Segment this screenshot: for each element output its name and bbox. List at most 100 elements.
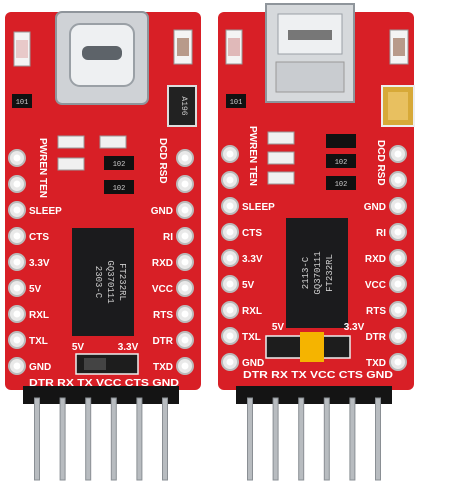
left-chip-line3: FT232RL bbox=[117, 263, 127, 301]
left_board-pad-right-4-hole bbox=[181, 310, 189, 318]
left-pcb bbox=[5, 12, 201, 390]
left_board-pad-right-top-1-hole bbox=[181, 180, 189, 188]
right_board-pad-left-4-hole bbox=[226, 306, 234, 314]
right_board-pad-right-top-1-hole bbox=[394, 176, 402, 184]
right_board-pad-right-1-hole bbox=[394, 228, 402, 236]
right_board-pad-left-1-hole bbox=[226, 228, 234, 236]
right_board-pad-right-6-hole bbox=[394, 358, 402, 366]
left-chip-line1: 2303-C bbox=[93, 266, 103, 299]
right_board-label-right-5: DTR bbox=[365, 332, 386, 343]
left_board-header-pin-0 bbox=[34, 397, 40, 481]
left_board-label-left-1: CTS bbox=[29, 232, 49, 243]
left_board-pad-left-1-hole bbox=[13, 232, 21, 240]
left_board-header-pin-2 bbox=[85, 397, 92, 481]
right_board-pad-right-3-hole bbox=[394, 280, 402, 288]
left_board-pad-right-top-0-hole bbox=[181, 154, 189, 162]
right_board-header-pin-5 bbox=[375, 397, 381, 481]
left_board-header-pin-4 bbox=[136, 397, 143, 481]
left_board-header-strip bbox=[23, 386, 179, 404]
left_board-label-right-4: RTS bbox=[153, 310, 173, 321]
right_board-label-right-1: RI bbox=[376, 228, 386, 239]
left_board-pad-left-5-hole bbox=[13, 336, 21, 344]
left-chip-ft232rl bbox=[72, 228, 134, 336]
left_board-label-right-3: VCC bbox=[152, 284, 173, 295]
left-pwren-ten-label: PWREN TEN bbox=[37, 138, 48, 198]
pin-labels-layer: SLEEP CTS 3.3V 5V RXL TXL GND GND RI RXD VCC RTS DTR… bbox=[8, 145, 407, 375]
left_board-label-right-2: RXD bbox=[152, 258, 173, 269]
right_board-pad-right-2-hole bbox=[394, 254, 402, 262]
right-chip-line3: FT232RL bbox=[325, 254, 335, 292]
left-board: A196 101 PWREN TEN DCD RSD 102 102 2303-… bbox=[5, 11, 201, 390]
left_board-label-right-0: GND bbox=[151, 206, 173, 217]
right_board-pad-left-2-hole bbox=[226, 254, 234, 262]
right_board-pad-left-top-1-hole bbox=[226, 176, 234, 184]
right_board-header-pin-4 bbox=[349, 397, 356, 481]
left-resistor-102-b: 102 bbox=[113, 185, 126, 193]
right_board-header-pin-0 bbox=[247, 397, 253, 481]
left_board-pad-left-6-hole bbox=[13, 362, 21, 370]
left_board-label-right-6: TXD bbox=[153, 362, 173, 373]
right_board-pad-right-0-hole bbox=[394, 202, 402, 210]
left_board-pad-left-2-hole bbox=[13, 258, 21, 266]
right-pcb bbox=[218, 12, 414, 390]
left_board-pad-right-1-hole bbox=[181, 232, 189, 240]
right_board-pad-left-0-hole bbox=[226, 202, 234, 210]
right_board-label-left-2: 3.3V bbox=[242, 254, 263, 265]
right_board-label-right-6: TXD bbox=[366, 358, 386, 369]
left_board-label-left-3: 5V bbox=[29, 284, 42, 295]
right_board-label-right-4: RTS bbox=[366, 306, 386, 317]
right-pwren-ten-label: PWREN TEN bbox=[247, 126, 258, 186]
right_board-pad-left-6-hole bbox=[226, 358, 234, 366]
left-fuse-label: A196 bbox=[179, 96, 188, 115]
left-resistor-101-top: 101 bbox=[16, 99, 29, 107]
right-bottom-row-label: DTR RX TX VCC CTS GND bbox=[243, 370, 393, 381]
left_board-pad-right-3-hole bbox=[181, 284, 189, 292]
right-resistor-102-a: 102 bbox=[335, 159, 348, 167]
right-chip-line1: 2113-C bbox=[301, 256, 311, 289]
left-jumper-3v3-label: 3.3V bbox=[118, 342, 139, 353]
left_board-pad-left-0-hole bbox=[13, 206, 21, 214]
right_board-header-pin-2 bbox=[298, 397, 305, 481]
right_board-pad-left-5-hole bbox=[226, 332, 234, 340]
right_board-pad-right-5-hole bbox=[394, 332, 402, 340]
header-pins-layer bbox=[23, 386, 392, 481]
left_board-label-left-6: GND bbox=[29, 362, 51, 373]
right-board: 101 PWREN TEN DCD RSD 102 102 2113-C GQ3… bbox=[218, 3, 415, 390]
right_board-label-right-3: VCC bbox=[365, 280, 386, 291]
right_board-pad-left-top-0-hole bbox=[226, 150, 234, 158]
right_board-header-pin-1 bbox=[272, 397, 279, 481]
left_board-pad-right-2-hole bbox=[181, 258, 189, 266]
right_board-header-strip bbox=[236, 386, 392, 404]
left_board-header-pin-5 bbox=[162, 397, 168, 481]
right_board-label-left-5: TXL bbox=[242, 332, 261, 343]
left-chip-line2: GQ370111 bbox=[105, 260, 115, 303]
left_board-pad-right-0-hole bbox=[181, 206, 189, 214]
right_board-label-right-2: RXD bbox=[365, 254, 386, 265]
left_board-header-pin-1 bbox=[59, 397, 66, 481]
right_board-label-left-1: CTS bbox=[242, 228, 262, 239]
right_board-label-left-3: 5V bbox=[242, 280, 255, 291]
left_board-label-right-1: RI bbox=[163, 232, 173, 243]
right_board-header-pin-3 bbox=[323, 397, 330, 481]
left_board-header-pin-3 bbox=[110, 397, 117, 481]
left_board-pad-right-6-hole bbox=[181, 362, 189, 370]
left_board-pad-left-4-hole bbox=[13, 310, 21, 318]
right-chip-line2: GQ370111 bbox=[313, 251, 323, 294]
left-fuse bbox=[167, 85, 197, 127]
left_board-label-right-5: DTR bbox=[152, 336, 173, 347]
left_board-pad-left-top-0-hole bbox=[13, 154, 21, 162]
right-resistor-102-b: 102 bbox=[335, 181, 348, 189]
right-dcd-rsd-label: DCD RSD bbox=[375, 140, 386, 186]
left-resistor-102-a: 102 bbox=[113, 161, 126, 169]
left_board-label-left-2: 3.3V bbox=[29, 258, 50, 269]
left-jumper-5v-label: 5V bbox=[72, 342, 85, 353]
right-jumper-3v3-label: 3.3V bbox=[344, 322, 365, 333]
left_board-label-left-0: SLEEP bbox=[29, 206, 62, 217]
right-jumper-cap bbox=[300, 332, 324, 362]
left_board-label-left-4: RXL bbox=[29, 310, 49, 321]
right-chip-ft232rl bbox=[286, 218, 348, 328]
right_board-pad-left-3-hole bbox=[226, 280, 234, 288]
right_board-label-left-0: SLEEP bbox=[242, 202, 275, 213]
right_board-pad-right-4-hole bbox=[394, 306, 402, 314]
left_board-pad-left-3-hole bbox=[13, 284, 21, 292]
